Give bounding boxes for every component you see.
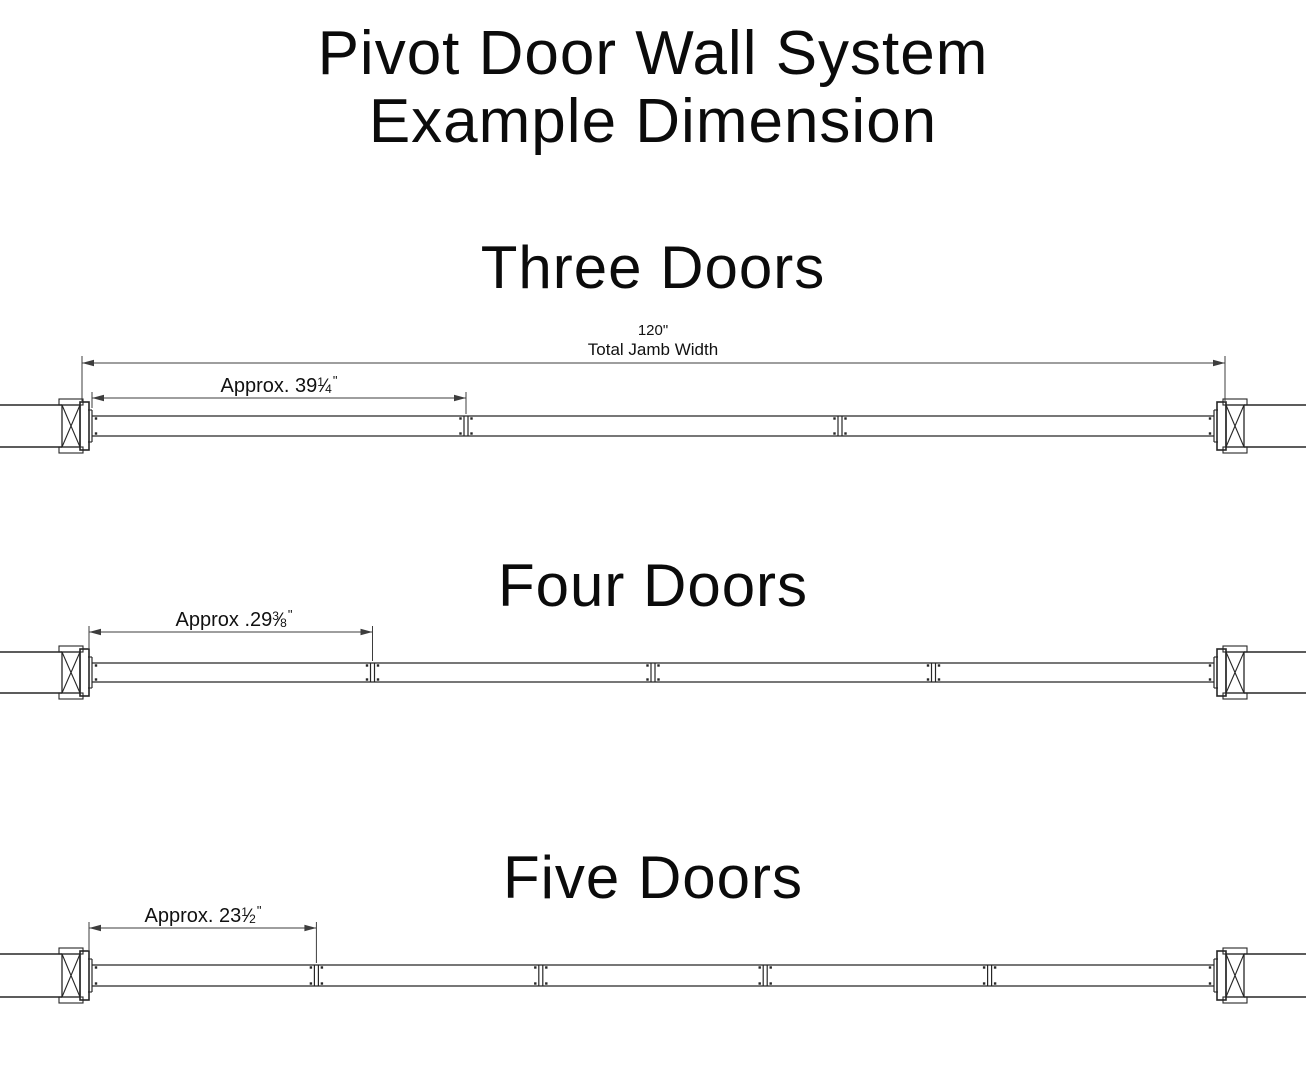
joint-dot xyxy=(982,966,986,969)
section-heading-four-doors: Four Doors xyxy=(497,552,809,619)
dimension-arrowhead xyxy=(1213,359,1225,367)
dimension-arrowhead xyxy=(82,359,94,367)
joint-dot xyxy=(365,678,369,681)
joint-dot xyxy=(833,417,836,420)
page-title: Pivot Door Wall System Example Dimension xyxy=(0,20,1306,156)
fraction-denominator: 2 xyxy=(249,912,256,927)
drawing-rect xyxy=(79,401,90,451)
fraction-slash: ⁄ xyxy=(246,906,251,928)
fraction-denominator: 8 xyxy=(280,616,287,631)
three-doors-plan-drawing xyxy=(0,356,1306,454)
joint-dot xyxy=(470,432,473,435)
page-title-line1: Pivot Door Wall System xyxy=(317,19,989,88)
joint-dot xyxy=(1208,678,1212,681)
joint-dot xyxy=(769,966,772,969)
joint-dot xyxy=(309,982,313,985)
joint-dot xyxy=(94,432,98,435)
joint-dot xyxy=(758,966,761,969)
dimension-prefix: Approx .29 xyxy=(175,609,273,632)
joint-dot xyxy=(926,664,930,667)
joint-dot xyxy=(1208,417,1212,420)
joint-dot xyxy=(993,966,997,969)
joint-dot xyxy=(459,417,462,420)
joint-dot xyxy=(1208,966,1212,969)
drawing-rect xyxy=(79,950,90,1001)
joint-dot xyxy=(844,432,847,435)
drawing-line xyxy=(1225,651,1245,694)
joint-dot xyxy=(376,664,380,667)
dimension-arrowhead xyxy=(89,628,101,636)
joint-dot xyxy=(365,664,369,667)
page-title-line2: Example Dimension xyxy=(368,87,938,156)
joint-dot xyxy=(937,664,941,667)
drawing-rect xyxy=(79,648,90,697)
fraction-numerator: 1 xyxy=(241,905,248,920)
joint-dot xyxy=(545,966,548,969)
drawing-rect xyxy=(1216,648,1227,697)
drawing-line xyxy=(1225,404,1245,448)
joint-dot xyxy=(937,678,941,681)
fraction-denominator: 4 xyxy=(325,382,332,397)
joint-dot xyxy=(534,982,537,985)
joint-dot xyxy=(926,678,930,681)
joint-dot xyxy=(534,966,537,969)
joint-dot xyxy=(94,966,98,969)
joint-dot xyxy=(993,982,997,985)
dimension-prefix: Approx. 23 xyxy=(144,905,242,928)
joint-dot xyxy=(646,678,649,681)
joint-dot xyxy=(94,678,98,681)
joint-dot xyxy=(376,678,380,681)
dimension-arrowhead xyxy=(89,924,101,932)
joint-dot xyxy=(94,982,98,985)
section-heading-five-doors: Five Doors xyxy=(502,844,804,911)
drawing-rect xyxy=(1216,401,1227,451)
dimension-arrowhead xyxy=(304,924,317,932)
dimension-prefix: Approx. 39 xyxy=(220,375,318,398)
inch-mark: " xyxy=(287,607,293,622)
drawing-line xyxy=(1225,953,1245,998)
dimension-arrowhead xyxy=(360,628,373,636)
total-jamb-width-caption: Total Jamb Width xyxy=(587,340,719,359)
panel-width-dimension-label-three-doors: Approx. 391⁄4" xyxy=(139,369,419,401)
joint-dot xyxy=(1208,982,1212,985)
inch-mark: " xyxy=(332,373,338,388)
joint-dot xyxy=(982,982,986,985)
joint-dot xyxy=(844,417,847,420)
dimension-arrowhead xyxy=(454,394,466,402)
panel-width-dimension-label-five-doors: Approx. 231⁄2" xyxy=(63,899,343,931)
five-doors-plan-drawing xyxy=(0,922,1306,1004)
joint-dot xyxy=(1208,432,1212,435)
joint-dot xyxy=(309,966,313,969)
joint-dot xyxy=(758,982,761,985)
dimension-arrowhead xyxy=(92,394,104,402)
fraction-numerator: 1 xyxy=(317,375,324,390)
joint-dot xyxy=(769,982,772,985)
joint-dot xyxy=(657,664,660,667)
drawing-line xyxy=(61,404,81,448)
joint-dot xyxy=(459,432,462,435)
joint-dot xyxy=(1208,664,1212,667)
joint-dot xyxy=(470,417,473,420)
joint-dot xyxy=(94,664,98,667)
fraction-numerator: 3 xyxy=(272,609,279,624)
fraction-slash: ⁄ xyxy=(277,610,282,632)
joint-dot xyxy=(646,664,649,667)
inch-mark: " xyxy=(256,903,262,918)
section-heading-three-doors: Three Doors xyxy=(480,234,826,301)
joint-dot xyxy=(545,982,548,985)
total-jamb-width-value: 120" xyxy=(637,322,669,339)
drawing-line xyxy=(61,651,81,694)
joint-dot xyxy=(320,982,324,985)
drawing-line xyxy=(61,953,81,998)
panel-width-dimension-label-four-doors: Approx .293⁄8" xyxy=(94,603,374,635)
joint-dot xyxy=(657,678,660,681)
joint-dot xyxy=(94,417,98,420)
total-jamb-width-dimension-label: 120" Total Jamb Width xyxy=(513,322,793,360)
joint-dot xyxy=(320,966,324,969)
joint-dot xyxy=(833,432,836,435)
drawing-rect xyxy=(1216,950,1227,1001)
four-doors-plan-drawing xyxy=(0,626,1306,700)
fraction-slash: ⁄ xyxy=(322,376,327,398)
